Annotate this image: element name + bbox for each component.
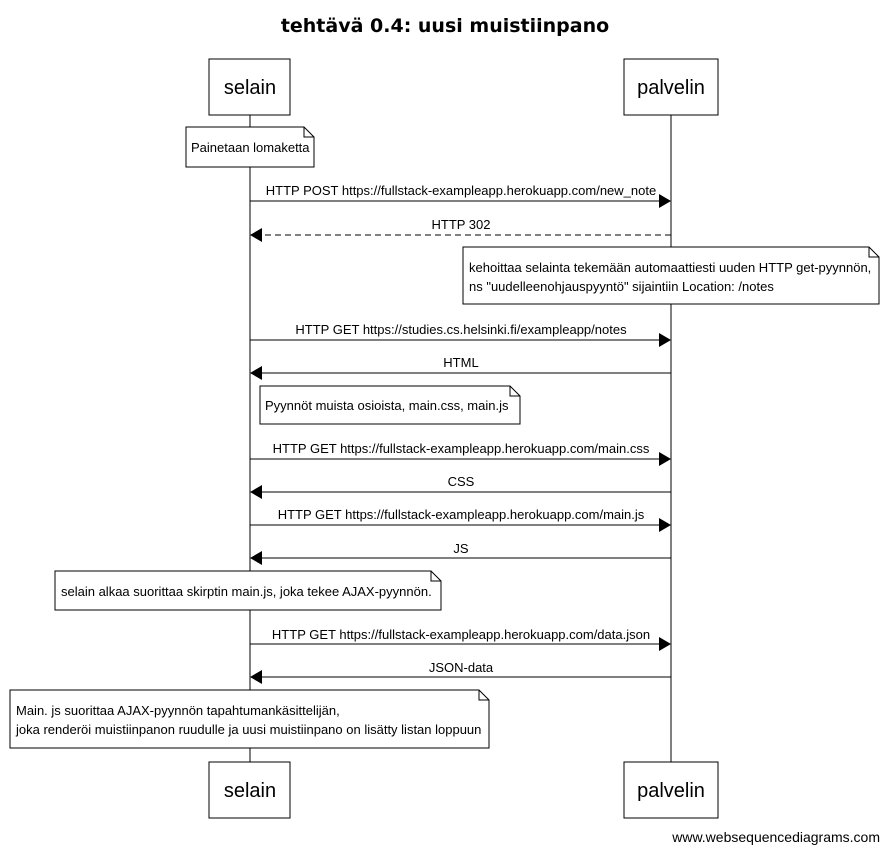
participant-palvelin-top: palvelin <box>623 58 719 116</box>
participant-selain-top: selain <box>208 58 291 116</box>
message-label: JS <box>453 541 469 556</box>
note-text: Pyynnöt muista osioista, main.css, main.… <box>265 398 509 413</box>
message-get-main-js: HTTP GET https://fullstack-exampleapp.he… <box>250 507 671 532</box>
message-label: HTTP GET https://fullstack-exampleapp.he… <box>272 627 650 642</box>
message-css: CSS <box>250 474 671 499</box>
message-post-new-note: HTTP POST https://fullstack-exampleapp.h… <box>250 183 671 208</box>
message-label: HTTP GET https://studies.cs.helsinki.fi/… <box>295 322 627 337</box>
note-text: Painetaan lomaketta <box>191 140 310 155</box>
note-text: ns "uudelleenohjauspyyntö" sijaintiin Lo… <box>469 279 774 294</box>
participant-selain-bottom: selain <box>208 761 291 819</box>
message-get-data-json: HTTP GET https://fullstack-exampleapp.he… <box>250 627 671 651</box>
message-label: HTTP POST https://fullstack-exampleapp.h… <box>266 183 656 198</box>
message-http-302: HTTP 302 <box>250 217 671 242</box>
note-run-main-js: selain alkaa suorittaa skirptin main.js,… <box>54 570 442 611</box>
message-label: HTTP 302 <box>431 217 490 232</box>
message-label: JSON-data <box>429 660 494 675</box>
message-json-data: JSON-data <box>250 660 671 684</box>
note-text: Main. js suorittaa AJAX-pyynnön tapahtum… <box>16 703 340 718</box>
note-text: kehoittaa selainta tekemään automaatties… <box>469 260 871 275</box>
note-painetaan-lomaketta: Painetaan lomaketta <box>185 126 315 168</box>
participant-label: selain <box>224 77 276 99</box>
participant-label: selain <box>224 780 276 802</box>
participant-label: palvelin <box>637 77 705 99</box>
message-html: HTML <box>250 355 671 380</box>
message-label: HTML <box>443 355 478 370</box>
message-label: HTTP GET https://fullstack-exampleapp.he… <box>278 507 645 522</box>
note-text: selain alkaa suorittaa skirptin main.js,… <box>61 584 432 599</box>
note-redirect: kehoittaa selainta tekemään automaatties… <box>462 246 880 305</box>
diagram-title: tehtävä 0.4: uusi muistiinpano <box>281 15 609 37</box>
note-render-note: Main. js suorittaa AJAX-pyynnön tapahtum… <box>9 689 490 749</box>
participant-palvelin-bottom: palvelin <box>623 761 719 819</box>
participant-label: palvelin <box>637 780 705 802</box>
message-js: JS <box>250 541 671 565</box>
note-other-resources: Pyynnöt muista osioista, main.css, main.… <box>259 385 521 425</box>
watermark: www.websequencediagrams.com <box>671 829 880 845</box>
note-text: joka renderöi muistiinpanon ruudulle ja … <box>15 722 481 737</box>
message-label: HTTP GET https://fullstack-exampleapp.he… <box>273 441 650 456</box>
message-get-main-css: HTTP GET https://fullstack-exampleapp.he… <box>250 441 671 466</box>
message-label: CSS <box>448 474 475 489</box>
message-get-notes: HTTP GET https://studies.cs.helsinki.fi/… <box>250 322 671 347</box>
